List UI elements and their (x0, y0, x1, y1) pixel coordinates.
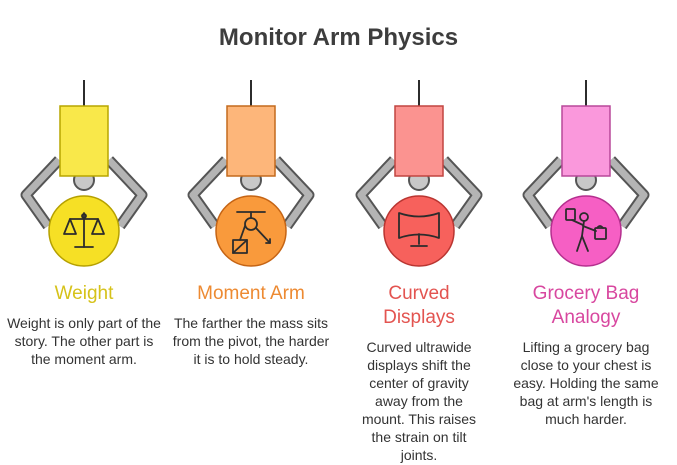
circle-moment-arm (215, 195, 287, 267)
card-curved-displays: Curved Displays Curved ultrawide display… (339, 282, 499, 464)
card-label: Moment Arm (197, 283, 305, 304)
card-moment-arm: Moment Arm The farther the mass sits fro… (171, 282, 331, 368)
card-label: Curved Displays (383, 283, 455, 328)
block-grocery-bag (561, 105, 611, 177)
claw-weight (20, 80, 148, 267)
card-description: Lifting a grocery bag close to your ches… (513, 339, 659, 427)
card-grocery-bag: Grocery Bag Analogy Lifting a grocery ba… (506, 282, 666, 428)
page-title: Monitor Arm Physics (218, 24, 459, 51)
circle-curved-displays (383, 195, 455, 267)
block-weight (59, 105, 109, 177)
pulley-weight-icon (232, 211, 271, 254)
card-label: Weight (54, 283, 114, 304)
card-description: The farther the mass sits from the pivot… (172, 315, 330, 367)
person-lifting-bag-icon (565, 208, 607, 252)
balance-scale-icon (63, 212, 105, 248)
circle-grocery-bag (550, 195, 622, 267)
claw-curved-displays (355, 80, 483, 267)
card-weight: Weight Weight is only part of the story.… (4, 282, 164, 368)
card-description: Curved ultrawide displays shift the cent… (361, 339, 477, 463)
block-moment-arm (226, 105, 276, 177)
claw-grocery-bag (522, 80, 650, 267)
claw-moment-arm (187, 80, 315, 267)
block-curved-displays (394, 105, 444, 177)
card-description: Weight is only part of the story. The ot… (7, 315, 161, 367)
curved-monitor-icon (398, 212, 440, 247)
card-label: Grocery Bag Analogy (532, 283, 640, 328)
